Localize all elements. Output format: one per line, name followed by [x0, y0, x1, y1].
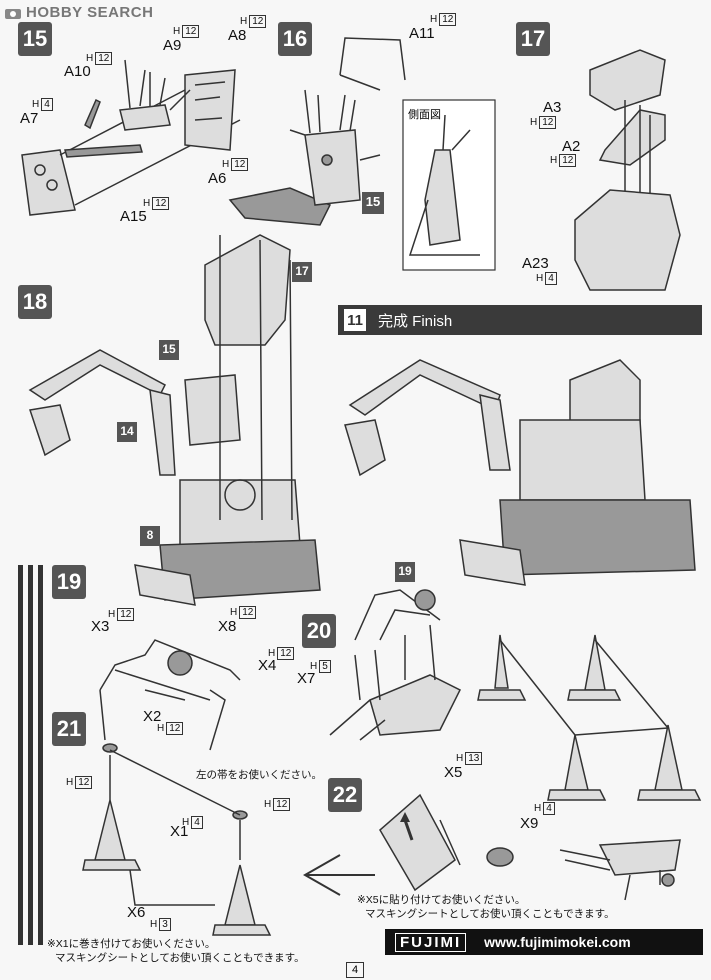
step-17-drawing: [574, 49, 681, 291]
part-A6: A6: [208, 170, 227, 187]
x5-note: ※X5に貼り付けてお使いください。 マスキングシートとしてお使い頂くこともできま…: [357, 893, 615, 921]
part-A15: A15: [120, 208, 147, 225]
side-view-label: 側面図: [408, 109, 441, 121]
callout-17: 17: [295, 264, 309, 278]
footer-bar: FUJIMI www.fujimimokei.com: [385, 929, 703, 955]
part-X4: X4: [258, 657, 277, 674]
x5-note-line2: マスキングシートとしてお使い頂くこともできます。: [365, 908, 615, 920]
strap-note: 左の帯をお使いください。: [196, 769, 322, 781]
part-A23: A23: [522, 255, 549, 272]
footer-url[interactable]: www.fujimimokei.com: [484, 934, 631, 950]
step-18-drawing: [28, 234, 321, 606]
camera-icon: [5, 8, 21, 19]
watermark: HOBBY SEARCH: [4, 4, 153, 21]
watermark-text: HOBBY SEARCH: [26, 4, 154, 21]
part-X5: X5: [444, 764, 463, 781]
callout-8: 8: [146, 528, 154, 542]
step-22-badge: 22: [328, 778, 362, 812]
brand-logo: FUJIMI: [395, 932, 467, 952]
finish-step-number: 11: [344, 309, 366, 331]
part-X1: X1: [170, 823, 189, 840]
step-19-badge: 19: [52, 565, 86, 599]
step-18-badge: 18: [18, 285, 52, 319]
part-A10: A10: [64, 63, 91, 80]
part-A7: A7: [20, 110, 39, 127]
part-A3: A3: [543, 99, 562, 116]
part-X2: X2: [143, 708, 162, 725]
step-22-drawing: [379, 793, 514, 892]
page-number: 4: [346, 962, 364, 978]
callout-14: 14: [120, 424, 134, 438]
step-16-badge: 16: [278, 22, 312, 56]
step-20-drawing: [329, 562, 462, 741]
finish-banner: 11 完成 Finish: [338, 305, 702, 335]
x5-note-line1: ※X5に貼り付けてお使いください。: [357, 894, 526, 906]
part-A9: A9: [163, 37, 182, 54]
step-15-drawing: [21, 59, 332, 226]
finish-drawing: [344, 359, 696, 586]
part-X6: X6: [127, 904, 146, 921]
part-X3: X3: [91, 618, 110, 635]
finish-label: 完成 Finish: [378, 312, 453, 330]
x1-note-line2: マスキングシートとしてお使い頂くこともできます。: [55, 952, 305, 964]
step-15-badge: 15: [18, 22, 52, 56]
cones-drawing: [477, 634, 702, 901]
step-16-drawing: [289, 37, 496, 271]
part-A8: A8: [228, 27, 247, 44]
part-A2: A2: [562, 138, 581, 155]
part-X9: X9: [520, 815, 539, 832]
step-21-badge: 21: [52, 712, 86, 746]
callout-15b: 15: [162, 342, 176, 356]
step-20-badge: 20: [302, 614, 336, 648]
part-A11: A11: [409, 25, 435, 42]
step-21-drawing: [82, 743, 375, 936]
step-17-badge: 17: [516, 22, 550, 56]
callout-15a: 15: [365, 194, 381, 209]
callout-19: 19: [398, 564, 412, 578]
x1-note-line1: ※X1に巻き付けてお使いください。: [47, 938, 216, 950]
part-X7: X7: [297, 670, 316, 687]
step-19-drawing: [18, 565, 241, 945]
part-X8: X8: [218, 618, 237, 635]
x1-note: ※X1に巻き付けてお使いください。 マスキングシートとしてお使い頂くこともできま…: [47, 937, 305, 965]
